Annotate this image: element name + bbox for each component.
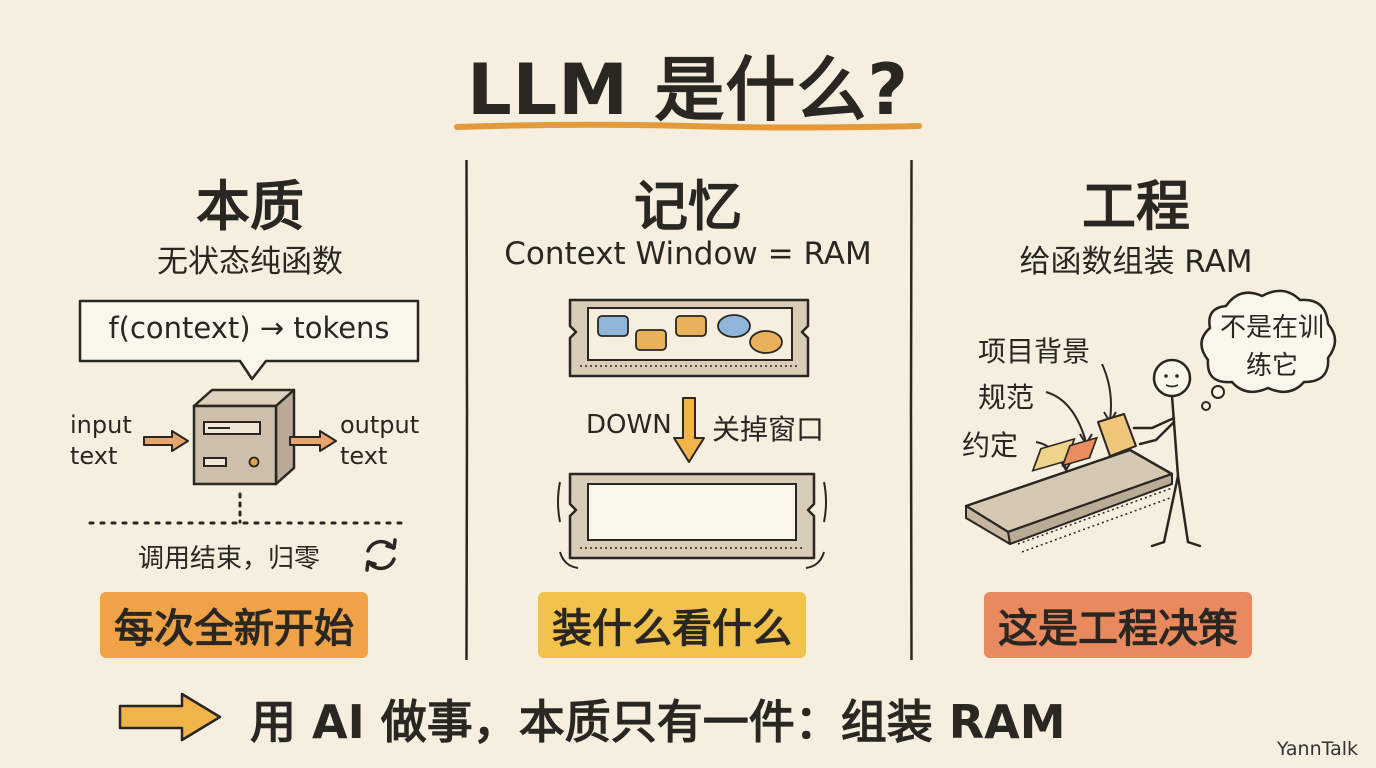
column-subheading-essence: 无状态纯函数 [157,244,343,280]
conclusion-text: 用 AI 做事，本质只有一件：组装 RAM [250,695,1066,749]
item-standards: 规范 [978,381,1035,414]
stick-figure-engineer-icon [1132,358,1202,548]
column-heading-memory: 记忆 [634,175,742,238]
column-heading-engineering: 工程 [1082,175,1190,238]
reset-note: 调用结束，归零 [138,544,321,574]
item-conventions: 约定 [962,429,1019,462]
ram-stick-full-icon [568,298,810,378]
ram-stick-empty-icon [557,472,827,569]
signature: YannTalk [1276,738,1358,760]
thought-text: 不是在训练它 [1219,313,1324,381]
column-subheading-memory: Context Window = RAM [504,236,872,272]
highlight-fresh-start: 每次全新开始 [100,592,368,658]
input-arrow-icon [143,430,189,452]
column-heading-essence: 本质 [196,175,304,238]
context-card-icon [1097,413,1137,457]
formula-bubble [78,299,420,381]
close-window-caption: 关掉窗口 [712,413,825,446]
input-text-label: input text [70,411,132,470]
down-arrow-icon [673,397,705,463]
ram-assembly-icon [964,436,1174,553]
highlight-engineering-decision: 这是工程决策 [984,592,1252,658]
function-box-icon [192,388,296,486]
output-arrow-icon [289,430,337,452]
formula-text: f(context) → tokens [108,311,390,345]
reset-dotted-line [88,492,408,525]
column-divider-1 [465,159,469,661]
column-divider-2 [909,159,913,661]
item-project-background: 项目背景 [978,335,1091,368]
highlight-what-you-load: 装什么看什么 [538,592,806,658]
thought-cloud-icon [1200,289,1337,411]
column-subheading-engineering: 给函数组装 RAM [1019,244,1253,280]
refresh-icon [365,538,397,572]
title-underline [454,121,922,131]
page-title: LLM 是什么? [467,49,909,131]
down-label: DOWN [586,410,672,440]
conclusion-arrow-icon [118,692,222,742]
output-text-label: output text [340,411,420,470]
